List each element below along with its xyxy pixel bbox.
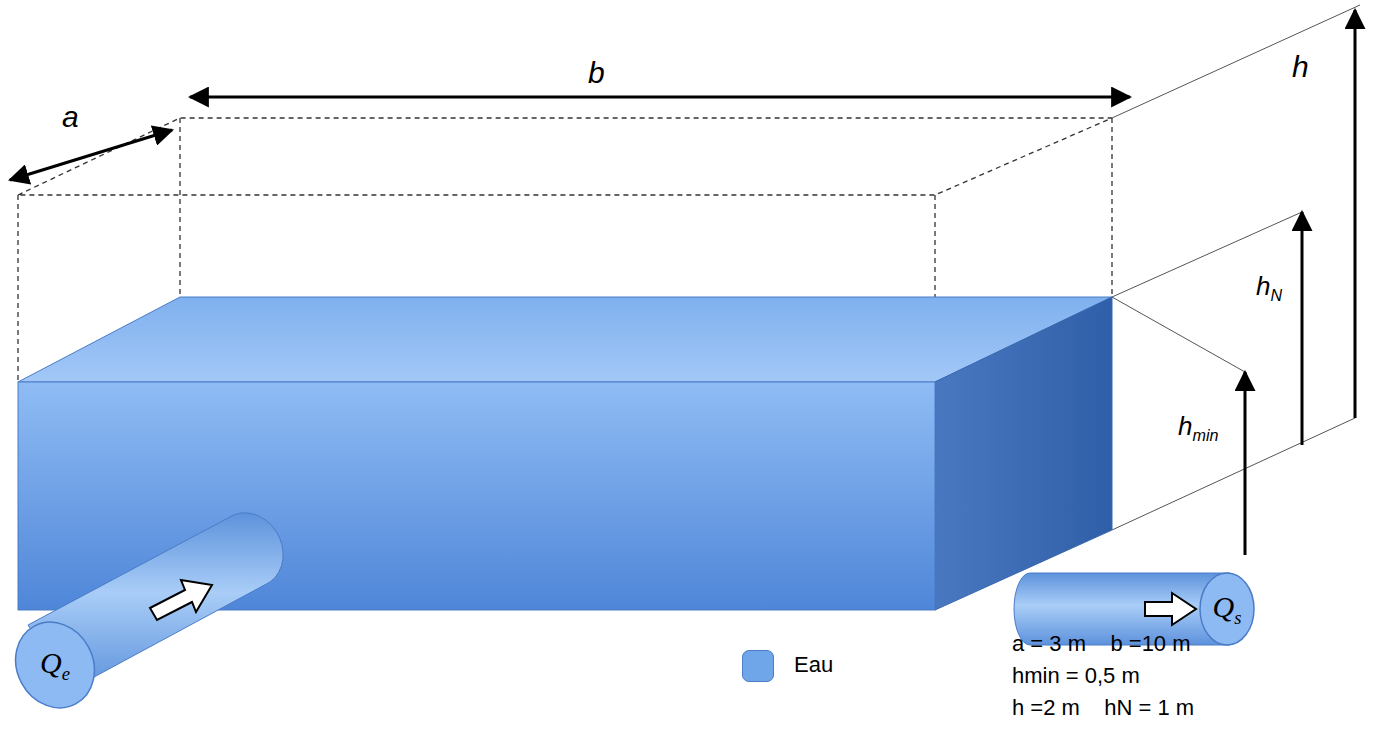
- value-note: h =2 m hN = 1 m: [1012, 696, 1194, 720]
- flow-label: Qs: [1213, 590, 1242, 629]
- dimension-label: hmin: [1178, 412, 1218, 445]
- dimension-label: hN: [1256, 272, 1282, 305]
- pipe-end: Qe: [12, 618, 98, 712]
- value-note: hmin = 0,5 m: [1012, 664, 1140, 688]
- value-note: a = 3 m b =10 m: [1012, 632, 1191, 656]
- dimension-label: b: [588, 56, 605, 89]
- flow-label-box: Qe: [12, 618, 98, 712]
- pipe-end: Qs: [1196, 571, 1258, 647]
- dimension-label: a: [62, 100, 79, 133]
- flow-label: Qe: [40, 646, 70, 685]
- legend-text: Eau: [794, 653, 833, 677]
- dimension-label: h: [1292, 50, 1309, 83]
- flow-label-box: Qs: [1196, 571, 1258, 647]
- legend-swatch: [742, 650, 774, 682]
